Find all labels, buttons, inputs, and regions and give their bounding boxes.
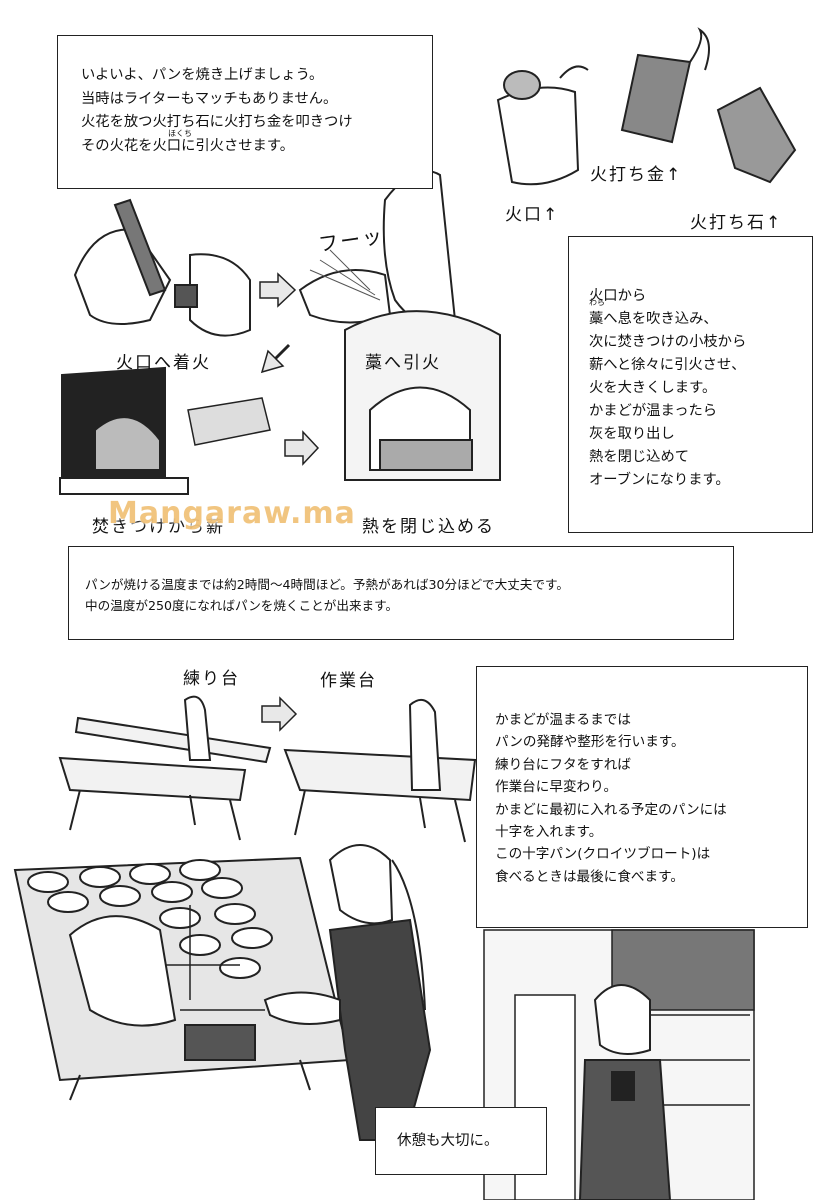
label-kneading-table: 練り台 — [183, 669, 240, 689]
rest-line: 休憩も大切に。 — [397, 1133, 499, 1149]
sequence-line-4: 薪へと徐々に引火させ、 — [589, 357, 746, 373]
intro-line-1: いよいよ、パンを焼き上げましょう。 — [81, 67, 324, 83]
dough-line-8: 食べるときは最後に食べます。 — [495, 868, 684, 885]
intro-line-4: その火花を火口に引火させます。 — [81, 137, 295, 154]
tinder-bag-illustration — [496, 65, 589, 186]
kneading-table-illustration — [58, 695, 272, 841]
watermark: Mangaraw.ma — [108, 496, 356, 531]
sequence-line-6: かまどが温まったら — [589, 403, 718, 419]
label-fire-steel: 火打ち金↑ — [590, 165, 683, 185]
dough-line-6: 十字を入れます。 — [495, 824, 603, 841]
hands-striking-illustration — [73, 198, 251, 337]
label-flint: 火打ち石↑ — [690, 213, 783, 233]
label-to-straw: 藁へ引火 — [365, 353, 441, 373]
label-seal-heat: 熱を閉じ込める — [362, 517, 495, 537]
work-table-illustration — [283, 698, 477, 843]
sequence-line-5: 火を大きくします。 — [589, 380, 717, 396]
dough-line-1: かまどが温まるまでは — [495, 712, 631, 728]
temperature-text-box: パンが焼ける温度までは約2時間〜4時間ほど。予熱があれば30分ほどで大丈夫です。… — [68, 546, 734, 640]
label-kindling-to-firewood: 焚きつけから薪 — [92, 517, 225, 537]
dough-table-illustration — [13, 856, 352, 1101]
sequence-furigana: わら — [589, 298, 605, 307]
label-work-table: 作業台 — [320, 671, 377, 691]
intro-furigana: ほくち — [168, 129, 192, 138]
dough-line-3: 練り台にフタをすれば — [495, 756, 631, 773]
straw-tray-illustration — [187, 397, 271, 446]
rest-text-box: 休憩も大切に。 — [375, 1107, 547, 1175]
oven-illustration — [344, 310, 501, 481]
dough-line-2: パンの発酵や整形を行います。 — [495, 734, 685, 751]
woman-resting-illustration — [578, 984, 672, 1200]
intro-line-3: 火花を放つ火打ち石に火打ち金を叩きつけ — [81, 114, 353, 130]
fire-sequence-text-box: 火口から 藁へ息を吹き込み、 次に焚きつけの小枝から 薪へと徐々に引火させ、 火… — [568, 236, 813, 533]
sequence-line-8: 熱を閉じ込めて — [589, 449, 690, 465]
temperature-line-2: 中の温度が250度になればパンを焼くことが出来ます。 — [85, 598, 399, 613]
dough-line-5: かまどに最初に入れる予定のパンには — [495, 801, 727, 818]
sequence-line-1: 火口から — [589, 288, 647, 304]
arrow-icons — [259, 272, 320, 732]
sequence-line-9: オーブンになります。 — [589, 472, 730, 488]
intro-line-2: 当時はライターもマッチもありません。 — [81, 90, 338, 107]
sequence-line-7: 灰を取り出し — [589, 426, 675, 442]
flint-illustration — [716, 86, 797, 184]
dough-line-7: この十字パン(クロイツブロート)は — [495, 846, 711, 863]
label-tinder: 火口↑ — [505, 205, 560, 225]
sequence-line-3: 次に焚きつけの小枝から — [589, 334, 747, 350]
label-ignite-tinder: 火口へ着火 — [116, 353, 211, 373]
intro-text-box: いよいよ、パンを焼き上げましょう。 当時はライターもマッチもありません。 火花を… — [57, 35, 433, 189]
dough-text-box: かまどが温まるまでは パンの発酵や整形を行います。 練り台にフタをすれば 作業台… — [476, 666, 808, 928]
dough-line-4: 作業台に早変わり。 — [495, 779, 618, 796]
woman-blowing-illustration — [298, 170, 457, 326]
sequence-line-2: 藁へ息を吹き込み、 — [589, 311, 718, 327]
fire-panel-illustration — [59, 366, 189, 495]
fire-steel-illustration — [620, 27, 710, 144]
temperature-line-1: パンが焼ける温度までは約2時間〜4時間ほど。予熱があれば30分ほどで大丈夫です。 — [85, 577, 569, 592]
